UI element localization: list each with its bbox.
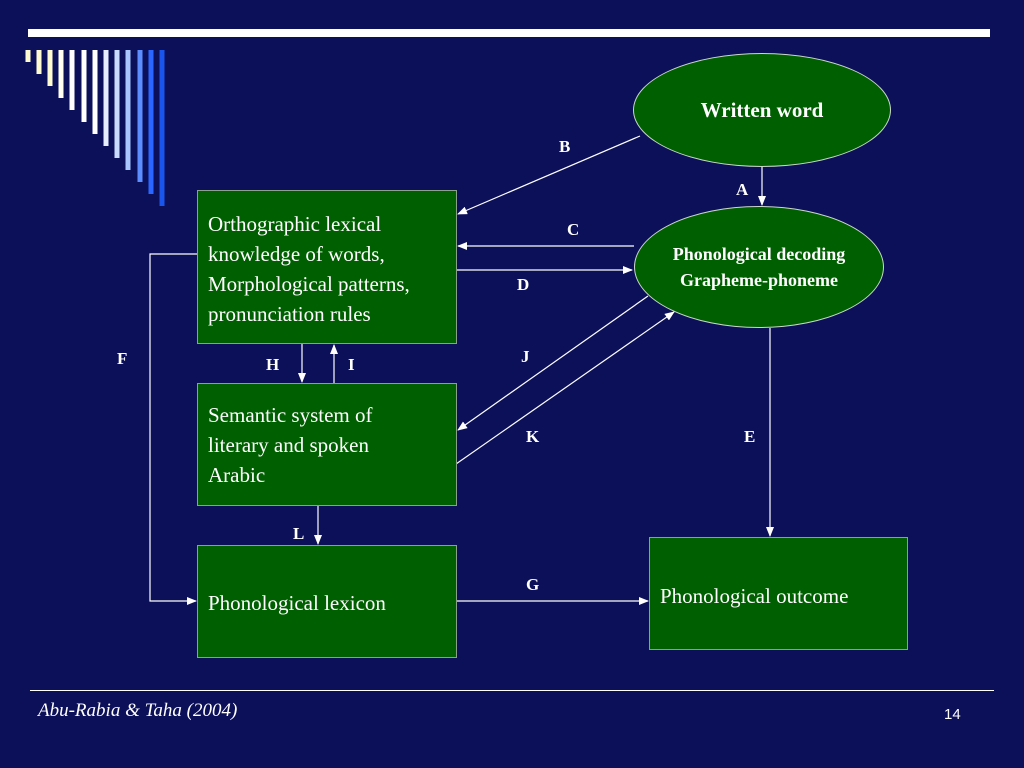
edge-label-f: F <box>117 349 128 368</box>
semantic-line-3: Arabic <box>208 463 266 487</box>
phonological-lexicon-box: Phonological lexicon <box>197 545 457 658</box>
footer-rule <box>30 690 994 691</box>
page-number: 14 <box>944 706 961 723</box>
semantic-line-2: literary and spoken <box>208 433 369 457</box>
edge-label-a: A <box>736 180 749 199</box>
phonological-outcome-label: Phonological outcome <box>660 584 849 608</box>
arrow-f <box>149 253 198 605</box>
edge-label-g: G <box>526 575 540 594</box>
edge-label-e: E <box>744 427 756 446</box>
orthographic-line-1: Orthographic lexical <box>208 212 382 236</box>
orthographic-line-3: Morphological patterns, <box>208 272 410 296</box>
phonological-lexicon-label: Phonological lexicon <box>208 591 386 615</box>
arrow-j <box>457 295 649 431</box>
edge-label-d: D <box>517 275 530 294</box>
orthographic-line-2: knowledge of words, <box>208 242 385 266</box>
edge-label-k: K <box>526 427 540 446</box>
arrow-b <box>457 135 641 215</box>
written-word-label: Written word <box>700 97 824 122</box>
phonological-decoding-line-2: Grapheme-phoneme <box>680 270 838 290</box>
title-rule <box>28 29 990 37</box>
arrow-k <box>455 311 675 465</box>
phonological-decoding-line-1: Phonological decoding <box>672 244 846 264</box>
edge-label-i: I <box>348 355 355 374</box>
edge-label-b: B <box>559 137 571 156</box>
edge-label-l: L <box>293 524 305 543</box>
orthographic-line-4: pronunciation rules <box>208 302 371 326</box>
edge-label-j: J <box>521 347 530 366</box>
phonological-outcome-box: Phonological outcome <box>649 537 908 650</box>
edge-label-c: C <box>567 220 580 239</box>
decorative-stripes <box>25 50 165 206</box>
semantic-system-box: Semantic system of literary and spoken A… <box>197 383 457 506</box>
phonological-decoding-node: Phonological decoding Grapheme-phoneme <box>634 206 884 328</box>
orthographic-knowledge-box: Orthographic lexical knowledge of words,… <box>197 190 457 344</box>
edge-label-h: H <box>266 355 280 374</box>
semantic-line-1: Semantic system of <box>208 403 373 427</box>
written-word-node: Written word <box>633 53 891 167</box>
citation: Abu-Rabia & Taha (2004) <box>38 700 238 721</box>
